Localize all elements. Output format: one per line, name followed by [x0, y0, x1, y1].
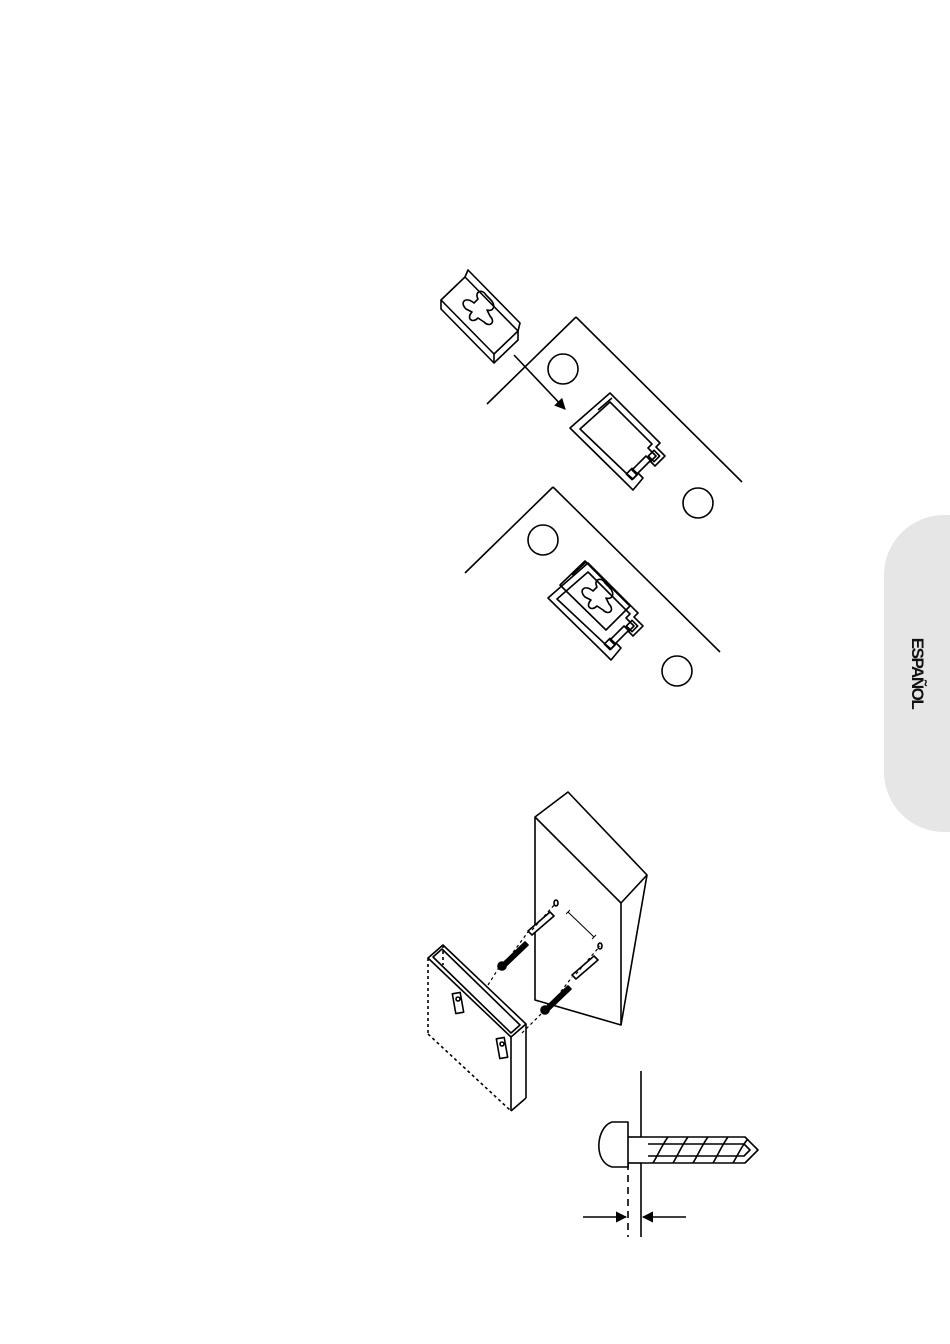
wall-mount-figure	[428, 792, 647, 1111]
bracket-insertion-figure	[441, 270, 742, 518]
language-tab-label: ESPAÑOL	[907, 638, 927, 708]
base-plate	[428, 945, 526, 1111]
screw-gap-figure	[583, 1071, 758, 1237]
mount-socket	[570, 393, 665, 490]
bracket-installed-figure	[465, 487, 720, 686]
installed-bracket	[548, 561, 643, 660]
wall-block	[535, 792, 647, 1025]
loose-bracket	[441, 270, 520, 363]
